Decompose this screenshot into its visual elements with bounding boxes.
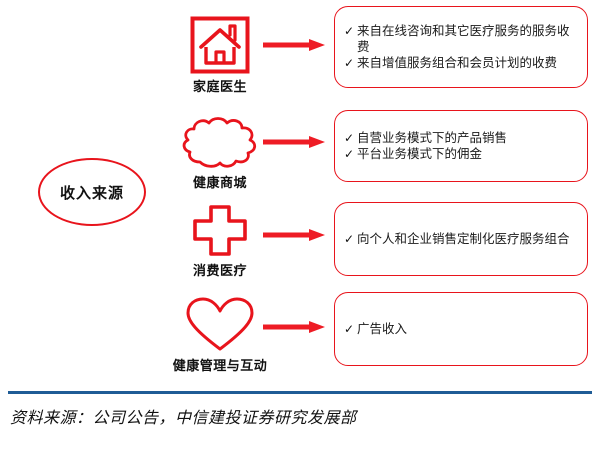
bullet-item: ✓ 向个人和企业销售定制化医疗服务组合 (341, 231, 579, 247)
bullet-item: ✓ 广告收入 (341, 321, 579, 337)
bullet-text: 平台业务模式下的佣金 (357, 147, 483, 161)
source-node-label: 收入来源 (59, 185, 124, 202)
branch-1-caption: 家庭医生 (192, 79, 247, 94)
check-icon: ✓ (343, 55, 355, 70)
check-icon: ✓ (343, 130, 355, 145)
check-icon: ✓ (343, 321, 355, 336)
heart-icon (184, 297, 256, 353)
branch-1-arrow (263, 38, 325, 52)
branch-1-info-box: ✓ 来自在线咨询和其它医疗服务的服务收费 ✓ 来自增值服务组合和会员计划的收费 (334, 6, 588, 88)
branch-2-info-box: ✓ 自营业务模式下的产品销售 ✓ 平台业务模式下的佣金 (334, 110, 588, 182)
branch-1-icon-cell: 家庭医生 (155, 16, 285, 95)
bullet-text: 来自在线咨询和其它医疗服务的服务收费 (357, 23, 570, 54)
check-icon: ✓ (343, 231, 355, 246)
revenue-source-diagram: 收入来源 家庭医生 ✓ 来自在线咨询和其它医疗服务的服务收费 ✓ 来自增值服务组 (38, 6, 588, 374)
bullet-item: ✓ 来自在线咨询和其它医疗服务的服务收费 (341, 23, 579, 55)
medical-cross-icon (190, 204, 250, 258)
branch-3-arrow (263, 228, 325, 242)
bullet-text: 自营业务模式下的产品销售 (357, 130, 508, 145)
branch-4-caption: 健康管理与互动 (172, 358, 268, 373)
bullet-text: 来自增值服务组合和会员计划的收费 (357, 55, 558, 70)
bullet-item: ✓ 平台业务模式下的佣金 (341, 146, 579, 162)
bullet-text: 向个人和企业销售定制化医疗服务组合 (357, 231, 570, 246)
bullet-item: ✓ 自营业务模式下的产品销售 (341, 130, 579, 146)
branch-3-caption: 消费医疗 (192, 263, 247, 278)
branch-2-icon-cell: 健康商城 (155, 116, 285, 191)
source-attribution: 资料来源：公司公告，中信建投证券研究发展部 (10, 410, 357, 427)
branch-4-icon-cell: 健康管理与互动 (145, 297, 295, 374)
branch-3-info-box: ✓ 向个人和企业销售定制化医疗服务组合 (334, 202, 588, 276)
check-icon: ✓ (343, 23, 355, 38)
branch-4-arrow (263, 320, 325, 334)
bullet-item: ✓ 来自增值服务组合和会员计划的收费 (341, 55, 579, 71)
cloud-icon (178, 116, 262, 170)
branch-3-icon-cell: 消费医疗 (155, 204, 285, 279)
footer-divider (8, 391, 592, 394)
branch-4-info-box: ✓ 广告收入 (334, 292, 588, 366)
house-icon (190, 16, 250, 74)
check-icon: ✓ (343, 147, 355, 161)
source-node-revenue: 收入来源 (38, 158, 146, 226)
branch-2-caption: 健康商城 (192, 175, 247, 190)
bullet-text: 广告收入 (357, 321, 408, 336)
branch-2-arrow (263, 135, 325, 149)
